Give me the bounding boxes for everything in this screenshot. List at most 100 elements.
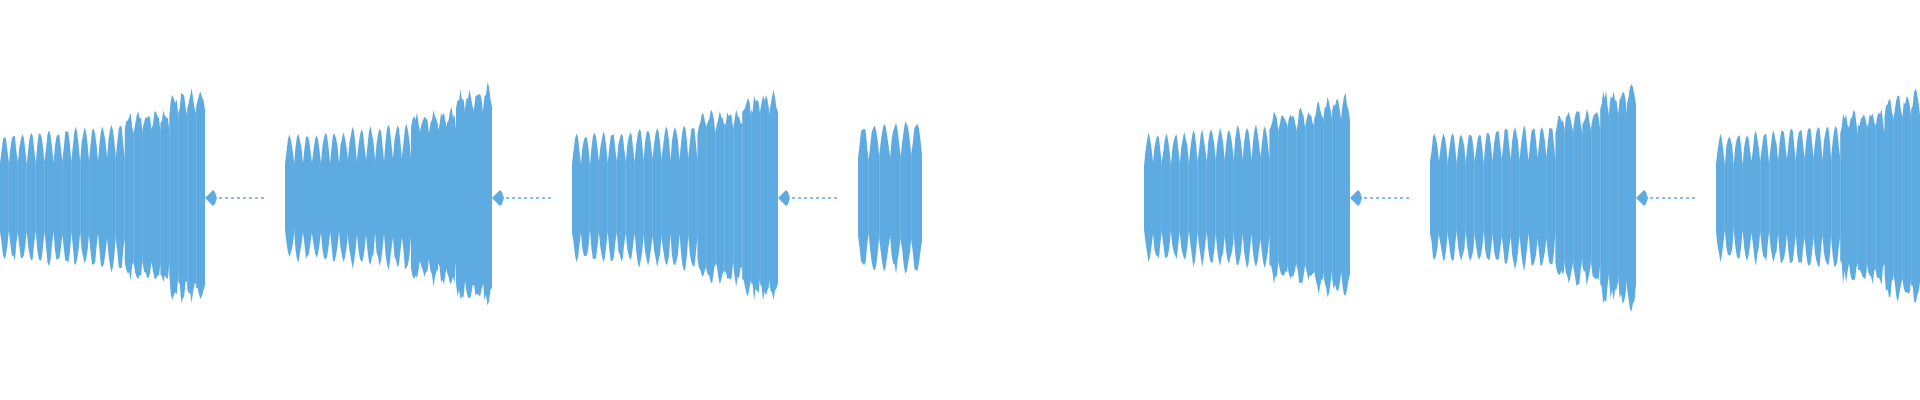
waveform-pulse xyxy=(98,126,107,267)
waveform-pulse xyxy=(1627,84,1636,312)
waveform-pulse xyxy=(1546,127,1556,265)
waveform-pulse xyxy=(1609,91,1619,301)
waveform-pulse xyxy=(652,127,662,268)
waveform-pulse xyxy=(447,106,456,284)
waveform-pulse xyxy=(1804,128,1814,266)
waveform-pulse xyxy=(1251,124,1261,267)
waveform-pulse xyxy=(733,109,743,287)
waveform-pulse xyxy=(598,131,608,263)
waveform-pulse xyxy=(1778,130,1787,264)
waveform-pulse xyxy=(760,94,769,301)
waveform-pulse xyxy=(420,116,429,277)
waveform-pulse xyxy=(1474,134,1484,260)
waveform-pulse xyxy=(679,125,689,272)
waveform-pulse xyxy=(634,129,644,269)
waveform-pulse xyxy=(589,132,599,260)
waveform-pulse xyxy=(483,82,492,306)
waveform-pulse xyxy=(1465,134,1475,261)
waveform-pulse xyxy=(1153,135,1162,259)
waveform-pulse xyxy=(1224,130,1234,264)
waveform-pulse xyxy=(1742,135,1752,262)
waveform-pulse xyxy=(357,129,366,262)
waveform-pulse xyxy=(1813,127,1823,268)
waveform-pulse xyxy=(616,133,626,262)
waveform-pulse xyxy=(697,113,707,276)
waveform-pulse xyxy=(465,89,474,299)
waveform-pulse xyxy=(643,130,653,266)
waveform-blip xyxy=(1636,190,1648,206)
waveform-pulse xyxy=(1215,127,1225,267)
waveform-pulse xyxy=(348,126,357,269)
waveform-pulse xyxy=(1341,92,1350,296)
waveform-blip xyxy=(1350,190,1362,206)
waveform-pulse xyxy=(1206,129,1216,264)
waveform-pulse xyxy=(80,127,90,264)
waveform-pulse xyxy=(1332,99,1341,291)
waveform-pulse xyxy=(124,112,134,281)
waveform-pulse xyxy=(1430,133,1439,260)
waveform-pulse xyxy=(151,111,161,280)
waveform-pulse xyxy=(1439,133,1448,262)
waveform-pulse xyxy=(1600,90,1610,304)
waveform-pulse xyxy=(1573,110,1583,286)
waveform-pulse xyxy=(1787,128,1796,264)
waveform-pulse xyxy=(89,128,98,265)
waveform-pulse xyxy=(384,124,393,271)
waveform-pulse xyxy=(1323,96,1333,298)
waveform-pulse xyxy=(1537,127,1547,266)
waveform-pulse xyxy=(26,132,36,261)
waveform-pulse xyxy=(661,126,671,265)
waveform-pulse xyxy=(581,136,590,257)
waveform-pulse xyxy=(107,124,116,273)
waveform-pulse xyxy=(625,132,635,260)
waveform-blip xyxy=(778,190,790,206)
waveform-pulse xyxy=(1875,108,1885,286)
waveform-pulse xyxy=(1831,125,1841,267)
waveform-pulse xyxy=(294,134,303,263)
waveform-pulse xyxy=(706,109,716,284)
waveform-pulse xyxy=(879,124,890,272)
waveform-pulse xyxy=(1866,113,1876,285)
waveform-pulse xyxy=(187,88,197,303)
waveform-pulse xyxy=(1233,124,1243,266)
waveform-pulse xyxy=(868,125,880,271)
waveform-pulse xyxy=(858,128,869,266)
waveform-pulse xyxy=(53,134,63,260)
waveform-pulse xyxy=(375,128,384,266)
waveform-pulse xyxy=(1724,136,1734,256)
waveform-pulse xyxy=(724,112,734,280)
waveform-pulse xyxy=(742,97,752,296)
waveform-pulse xyxy=(1884,99,1894,297)
waveform-pulse xyxy=(1582,109,1592,286)
waveform-pulse xyxy=(1751,130,1761,266)
waveform-pulse xyxy=(1305,112,1315,280)
waveform-pulse xyxy=(339,132,348,263)
waveform-pulse xyxy=(44,130,54,267)
waveform-pulse xyxy=(1242,128,1252,269)
waveform-pulse xyxy=(1456,135,1466,261)
waveform-pulse xyxy=(1170,134,1180,260)
waveform-pulse xyxy=(911,124,922,271)
waveform-pulse xyxy=(115,125,125,269)
waveform-pulse xyxy=(1161,133,1171,259)
waveform-pulse xyxy=(1287,114,1297,279)
waveform-pulse xyxy=(35,133,45,261)
waveform-pulse xyxy=(0,137,9,260)
waveform-pulse xyxy=(1278,115,1288,276)
waveform-pulse xyxy=(890,123,901,274)
waveform-pulse xyxy=(751,95,761,301)
waveform-pulse xyxy=(474,93,483,297)
waveform-pulse xyxy=(1144,132,1153,263)
waveform-layer xyxy=(0,82,1920,312)
waveform-pulse xyxy=(1849,109,1858,281)
waveform-pulse xyxy=(1716,133,1725,263)
waveform-blip xyxy=(205,190,217,206)
waveform-pulse xyxy=(1483,132,1493,260)
waveform-pulse xyxy=(196,91,205,300)
waveform-pulse xyxy=(769,89,778,301)
waveform-pulse xyxy=(1769,130,1779,263)
waveform-pulse xyxy=(607,134,617,262)
waveform-pulse xyxy=(1501,128,1511,265)
waveform-pulse xyxy=(429,110,438,288)
